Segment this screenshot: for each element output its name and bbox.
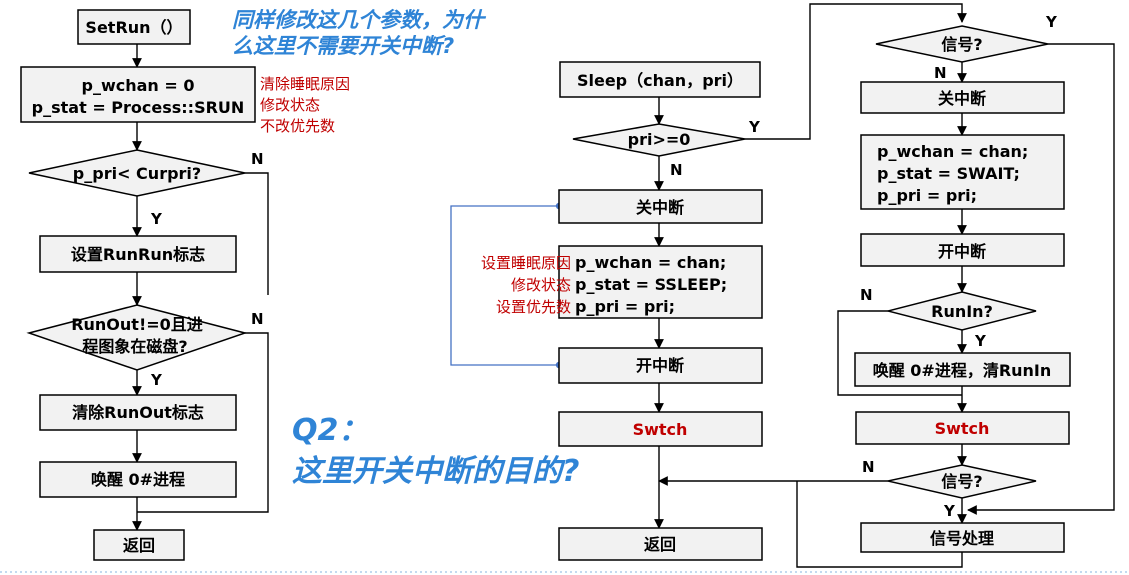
branch-label-yes: Y bbox=[974, 332, 987, 350]
sleep-swtch-box bbox=[558, 411, 763, 447]
sleep-start-label: Sleep（chan，pri） bbox=[577, 71, 743, 90]
signal-assign-line3: p_pri = pri; bbox=[877, 186, 977, 205]
setrun-start-label: SetRun（） bbox=[85, 18, 182, 37]
connector-yes-branch bbox=[745, 3, 967, 140]
interrupt-bracket bbox=[450, 205, 559, 366]
connector-no-branch bbox=[137, 332, 269, 513]
sleep-assign-box bbox=[558, 245, 763, 319]
sleep-flow: Sleep（chan，pri） pri>=0 Y N 关中断 p_wchan =… bbox=[450, 3, 967, 561]
sleep-note-3: 设置优先数 bbox=[496, 298, 571, 316]
signal-1-label: 信号? bbox=[941, 35, 982, 54]
setrun-start-box bbox=[77, 9, 191, 45]
signal-2-label: 信号? bbox=[941, 472, 982, 491]
sleep-note-2: 修改状态 bbox=[511, 276, 571, 294]
question-1-line2: 么这里不需要开关中断? bbox=[232, 34, 454, 58]
signal-enable-int-label: 开中断 bbox=[938, 242, 986, 261]
setrun-assign-line1: p_wchan = 0 bbox=[82, 76, 195, 95]
setrun-assign-box bbox=[20, 66, 256, 123]
pri-cond-label: pri>=0 bbox=[628, 130, 691, 149]
setrun-note-3: 不改优先数 bbox=[260, 117, 335, 135]
sleep-assign-line3: p_pri = pri; bbox=[575, 297, 675, 316]
wake-0-label: 唤醒 0#进程 bbox=[91, 470, 185, 489]
branch-label-yes: Y bbox=[150, 371, 163, 389]
setrun-cond-1-diamond bbox=[28, 149, 246, 197]
branch-label-no: N bbox=[251, 310, 264, 328]
setrun-return-box bbox=[93, 529, 185, 561]
branch-label-no: N bbox=[862, 458, 875, 476]
setrun-cond-2-line2: 程图象在磁盘? bbox=[82, 337, 187, 356]
branch-label-no: N bbox=[251, 150, 264, 168]
setrun-cond-2-line1: RunOut!=0且进 bbox=[71, 315, 203, 334]
signal-2-diamond bbox=[887, 464, 1037, 499]
sleep-enable-int-box bbox=[558, 347, 763, 384]
signal-assign-line1: p_wchan = chan; bbox=[877, 142, 1028, 161]
sleep-disable-int-box bbox=[558, 189, 763, 224]
branch-label-yes: Y bbox=[150, 210, 163, 228]
sleep-disable-int-label: 关中断 bbox=[636, 198, 684, 217]
connector-no-branch bbox=[245, 172, 269, 295]
wake-0-box bbox=[39, 461, 237, 498]
signal-flow: 信号? Y N 关中断 p_wchan = chan; p_stat = SWA… bbox=[658, 13, 1115, 568]
wake-clear-label: 唤醒 0#进程，清RunIn bbox=[873, 361, 1052, 380]
setrun-assign-line2: p_stat = Process::SRUN bbox=[32, 98, 245, 117]
wake-clear-box bbox=[854, 352, 1071, 387]
pri-cond-diamond bbox=[572, 123, 746, 157]
sleep-return-label: 返回 bbox=[644, 535, 676, 554]
questions: 同样修改这几个参数，为什 么这里不需要开关中断? Q2： 这里开关中断的目的? bbox=[232, 8, 579, 489]
runin-diamond bbox=[887, 291, 1037, 331]
sleep-assign-line2: p_stat = SSLEEP; bbox=[575, 275, 727, 294]
branch-label-yes: Y bbox=[943, 502, 956, 520]
signal-enable-int-box bbox=[860, 233, 1065, 267]
signal-disable-int-box bbox=[860, 81, 1065, 114]
sleep-enable-int-label: 开中断 bbox=[636, 356, 684, 375]
setrun-flow: SetRun（） p_wchan = 0 p_stat = Process::S… bbox=[20, 9, 350, 561]
branch-label-yes: Y bbox=[748, 118, 761, 136]
setrun-note-1: 清除睡眠原因 bbox=[260, 75, 350, 93]
clear-runout-box bbox=[39, 394, 237, 431]
signal-swtch-box bbox=[855, 411, 1070, 445]
connector-yes-branch bbox=[967, 43, 1115, 515]
sleep-note-1: 设置睡眠原因 bbox=[481, 254, 571, 272]
sleep-swtch-label: Swtch bbox=[633, 420, 688, 439]
branch-label-no: N bbox=[934, 64, 947, 82]
signal-disable-int-label: 关中断 bbox=[938, 89, 986, 108]
branch-label-no: N bbox=[860, 286, 873, 304]
branch-label-no: N bbox=[670, 161, 683, 179]
signal-assign-line2: p_stat = SWAIT; bbox=[877, 164, 1020, 183]
sleep-return-box bbox=[558, 527, 763, 561]
question-1-line1: 同样修改这几个参数，为什 bbox=[232, 8, 487, 32]
runin-label: RunIn? bbox=[931, 302, 993, 321]
setrun-cond-2-diamond bbox=[26, 304, 248, 371]
sleep-start-box bbox=[559, 61, 761, 98]
setrun-note-2: 修改状态 bbox=[260, 96, 320, 114]
signal-assign-box bbox=[860, 134, 1065, 210]
signal-swtch-label: Swtch bbox=[935, 419, 990, 438]
connector-no-branch bbox=[837, 310, 962, 396]
set-runrun-box bbox=[39, 235, 237, 273]
signal-handle-label: 信号处理 bbox=[930, 529, 994, 548]
setrun-return-label: 返回 bbox=[123, 536, 155, 555]
question-2-line2: 这里开关中断的目的? bbox=[292, 454, 579, 489]
branch-label-yes: Y bbox=[1045, 13, 1058, 31]
sleep-assign-line1: p_wchan = chan; bbox=[575, 253, 726, 272]
connector-return bbox=[796, 481, 963, 568]
setrun-cond-1-label: p_pri< Curpri? bbox=[73, 164, 201, 183]
signal-handle-box bbox=[860, 522, 1065, 553]
signal-1-diamond bbox=[875, 25, 1049, 63]
question-2-line1: Q2： bbox=[292, 413, 368, 448]
clear-runout-label: 清除RunOut标志 bbox=[72, 403, 204, 422]
set-runrun-label: 设置RunRun标志 bbox=[71, 245, 205, 264]
